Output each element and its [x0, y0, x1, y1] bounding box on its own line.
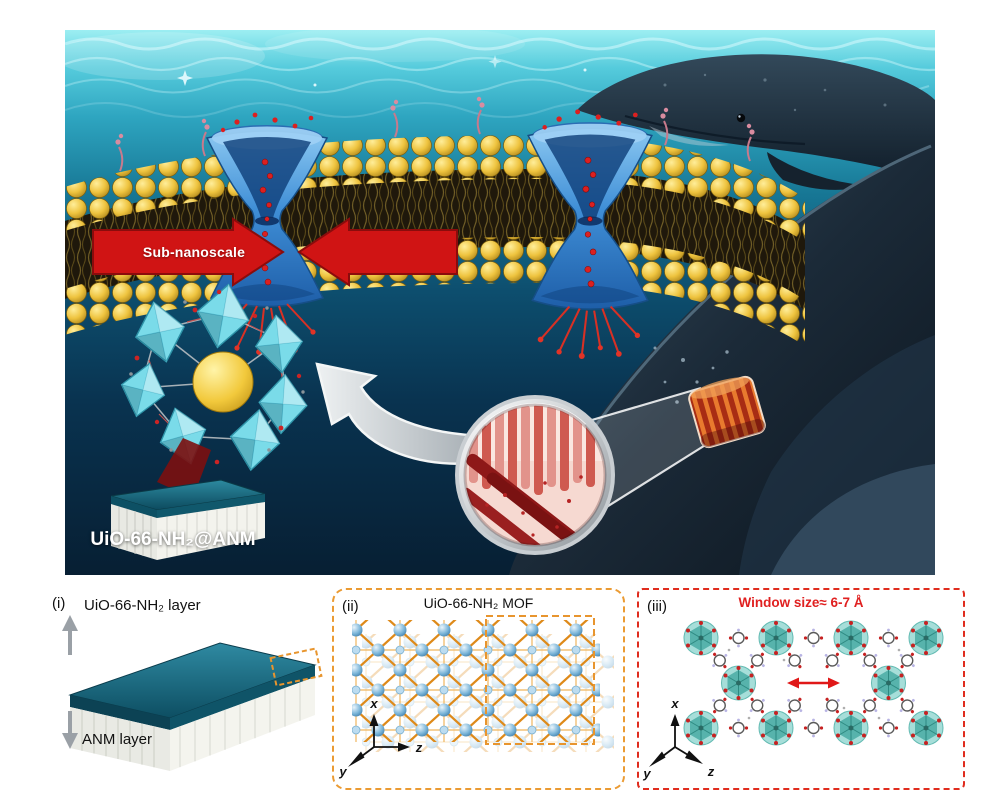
- magnifier-flare: [585, 388, 707, 513]
- water-caustics: [65, 30, 935, 118]
- main-illustration: Sub-nanoscale UiO-66-NH₂@ANM: [65, 30, 935, 575]
- anm-block-3d: [68, 642, 317, 771]
- axis-x-label: x: [670, 696, 679, 711]
- magnifier-inset: [455, 395, 615, 555]
- material-name-label: UiO-66-NH₂@ANM: [90, 529, 256, 550]
- skin-patch: [688, 375, 766, 449]
- panel-i-index: (i): [52, 595, 66, 612]
- mof-crystal: [114, 279, 310, 475]
- zoom-region-box: [269, 647, 323, 687]
- sub-nanoscale-label: Sub-nanoscale: [142, 244, 246, 260]
- whale-body: [509, 142, 935, 575]
- panel-ii-index: (ii): [342, 598, 359, 615]
- axis-x-label: x: [369, 696, 378, 711]
- whale-eye: [736, 113, 746, 123]
- sub-nanoscale-arrows: [92, 217, 458, 287]
- anm-slab-mini: [110, 479, 266, 560]
- main-scene-art: [65, 30, 935, 575]
- red-arrow-right: [297, 217, 458, 287]
- magnifier-flare-lines: [584, 386, 708, 514]
- panel-ii: x z y (ii) UiO-66-NH₂ MOF: [332, 588, 625, 790]
- red-arrow-left: [92, 217, 285, 287]
- guest-molecule-sphere: [192, 351, 254, 413]
- panel-i-art: [62, 615, 323, 771]
- window-structure: [683, 620, 944, 746]
- axes-ii: x z y: [338, 696, 422, 779]
- down-arrow-icon: [62, 711, 78, 749]
- panel-iii-art: x y z: [642, 620, 944, 781]
- panel-iii-title: Window size≈ 6-7 Å: [738, 595, 864, 610]
- bottom-layer-label: ANM layer: [82, 731, 153, 748]
- panel-ii-art: x z y: [338, 615, 614, 779]
- panel-i: (i) UiO-66-NH₂ layer ANM layer: [30, 585, 325, 790]
- glycoprotein-stalks: [115, 96, 755, 172]
- barnacle-dots: [653, 346, 729, 426]
- axis-z-label: z: [707, 764, 715, 779]
- zoom-arrow: [315, 362, 488, 465]
- panel-iii-index: (iii): [647, 598, 667, 615]
- window-size-arrow: [787, 677, 840, 689]
- panel-iii: x y z (iii) Window size≈ 6-7 Å: [637, 588, 965, 790]
- axis-y-label: y: [642, 766, 651, 781]
- top-layer-label: UiO-66-NH₂ layer: [84, 597, 201, 614]
- unit-cell-box: [485, 615, 595, 745]
- whale-head: [577, 54, 935, 190]
- axis-y-label: y: [338, 764, 347, 779]
- panel-ii-title: UiO-66-NH₂ MOF: [423, 595, 534, 611]
- axis-z-label: z: [415, 740, 423, 755]
- up-arrow-icon: [62, 615, 78, 655]
- skin-rods: [465, 453, 605, 545]
- mof-framework: [352, 620, 614, 752]
- light-sparkles: [177, 55, 587, 87]
- axes-iii: x y z: [642, 696, 714, 781]
